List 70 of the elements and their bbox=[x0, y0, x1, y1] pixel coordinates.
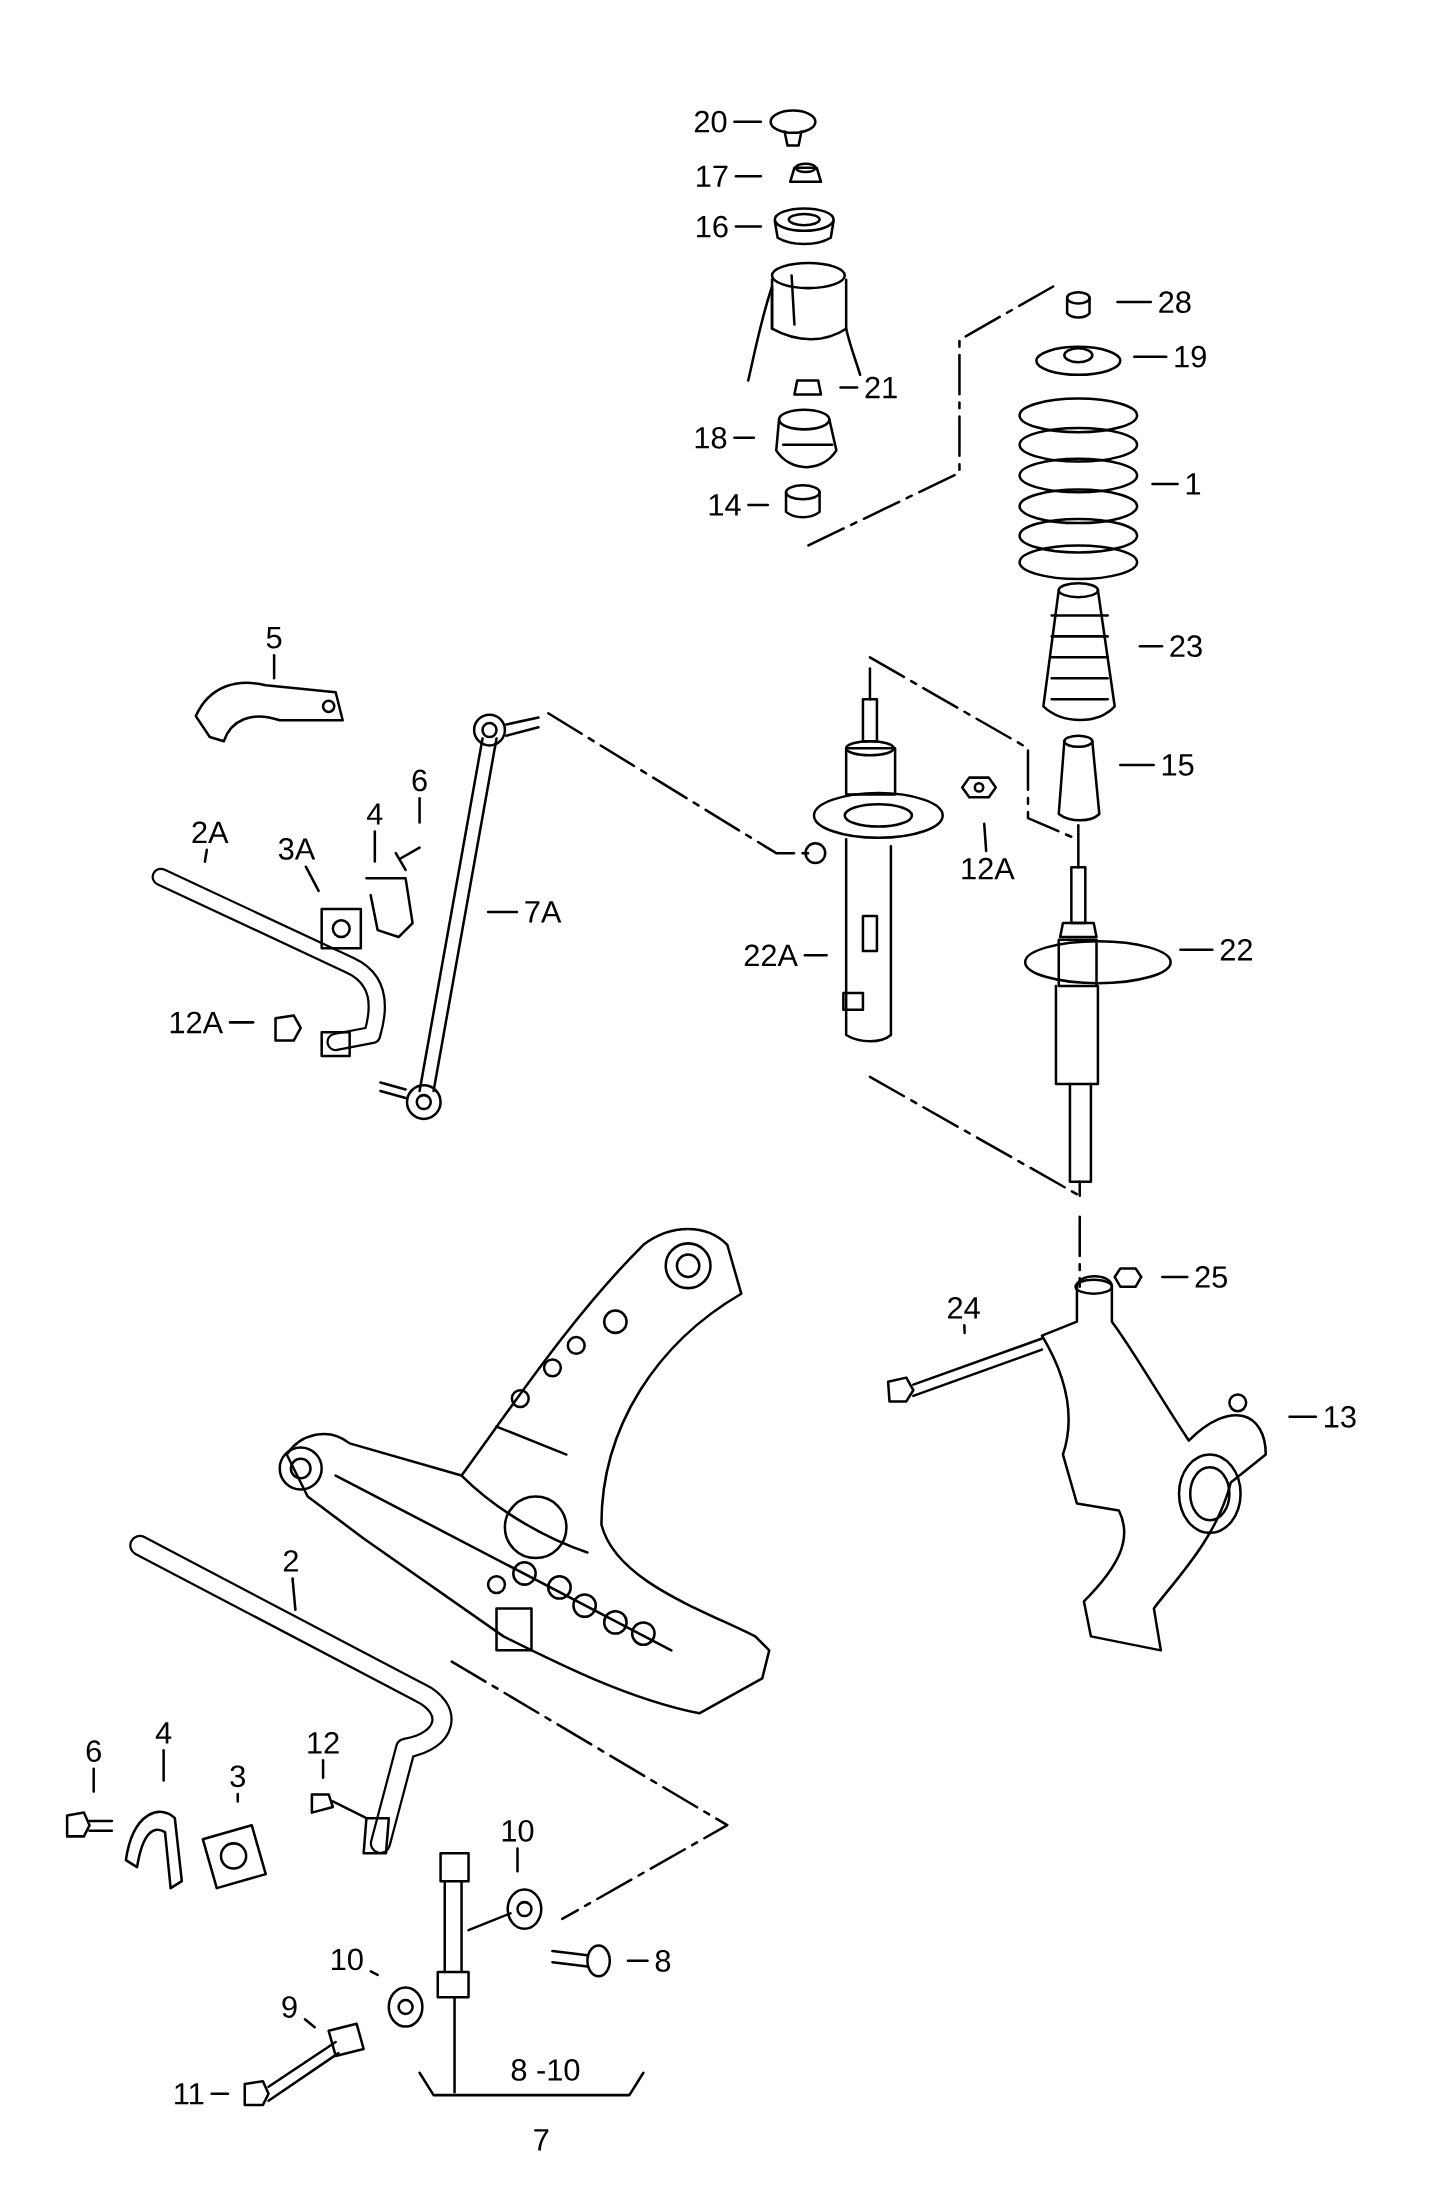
callout-number: 20 bbox=[695, 110, 727, 133]
callout-number: 25 bbox=[1195, 1266, 1228, 1288]
callout-number: 15 bbox=[1162, 754, 1194, 776]
callout-number: 12A bbox=[962, 857, 1015, 880]
leader-line bbox=[92, 1767, 96, 1793]
callout-number: 19 bbox=[1175, 345, 1206, 368]
callout-number: 2A bbox=[192, 821, 229, 843]
leader-line bbox=[304, 865, 320, 893]
callout-number: 8 -10 bbox=[511, 2059, 580, 2081]
callout-number: 6 bbox=[412, 769, 427, 792]
callout-number: 24 bbox=[948, 1297, 980, 1319]
leader-line bbox=[228, 1021, 255, 1024]
callout-number: 10 bbox=[502, 1819, 534, 1842]
callout-number: 13 bbox=[1325, 1405, 1356, 1428]
callout-number: 22A bbox=[744, 944, 799, 966]
callout-number: 7A bbox=[525, 901, 562, 923]
callout-number: 3A bbox=[279, 838, 316, 860]
leader-line bbox=[983, 822, 988, 853]
leader-line bbox=[273, 654, 276, 680]
leader-line bbox=[1179, 948, 1214, 951]
leader-line bbox=[1119, 763, 1156, 767]
callout-number: 28 bbox=[1159, 291, 1191, 313]
callout-number: 23 bbox=[1170, 635, 1202, 658]
leader-line bbox=[734, 174, 763, 178]
callout-number: 4 bbox=[367, 803, 383, 825]
leader-line bbox=[733, 120, 763, 123]
leader-line bbox=[487, 910, 519, 914]
callout-number: 21 bbox=[865, 376, 897, 399]
callout-number: 9 bbox=[282, 1996, 297, 2018]
leader-line bbox=[1133, 355, 1168, 358]
leader-line bbox=[803, 954, 828, 957]
leader-line bbox=[839, 386, 859, 389]
callout-number: 5 bbox=[266, 627, 282, 649]
callout-number: 12A bbox=[170, 1011, 224, 1034]
leader-line bbox=[373, 830, 377, 863]
callout-number: 4 bbox=[155, 1722, 172, 1744]
callout-number: 6 bbox=[86, 1740, 102, 1762]
leader-line bbox=[747, 503, 770, 507]
leader-line bbox=[1151, 482, 1179, 486]
leader-line bbox=[1161, 1275, 1189, 1279]
callout-number: 1 bbox=[1186, 473, 1201, 495]
leader-line bbox=[1138, 644, 1164, 648]
callout-number: 10 bbox=[332, 1948, 363, 1971]
callout-number: 17 bbox=[697, 165, 728, 187]
callout-number: 16 bbox=[697, 215, 728, 238]
callout-number: 12 bbox=[308, 1731, 339, 1754]
leader-line bbox=[963, 1324, 966, 1335]
leader-line bbox=[516, 1847, 519, 1873]
leader-line bbox=[203, 848, 209, 863]
leader-line bbox=[734, 225, 763, 228]
leader-line bbox=[236, 1792, 240, 1803]
leader-line bbox=[626, 1959, 649, 1963]
leader-line bbox=[418, 796, 421, 824]
leader-line bbox=[291, 1577, 297, 1612]
leader-line bbox=[369, 1970, 379, 1977]
callout-number: 2 bbox=[284, 1550, 299, 1572]
callout-number: 18 bbox=[695, 426, 727, 449]
callout-number: 22 bbox=[1220, 938, 1253, 961]
leader-line bbox=[303, 2018, 317, 2029]
callout-number: 3 bbox=[230, 1765, 246, 1788]
leader-line bbox=[1288, 1415, 1318, 1419]
leader-line bbox=[162, 1749, 165, 1782]
callout-number: 11 bbox=[175, 2083, 204, 2105]
callout-number: 7 bbox=[534, 2129, 549, 2151]
callout-number: 14 bbox=[709, 494, 741, 516]
leader-line bbox=[321, 1759, 325, 1779]
leader-line bbox=[1116, 300, 1153, 304]
leader-line bbox=[733, 436, 756, 440]
callout-number: 8 bbox=[655, 1950, 671, 1972]
leader-line bbox=[210, 2092, 230, 2095]
